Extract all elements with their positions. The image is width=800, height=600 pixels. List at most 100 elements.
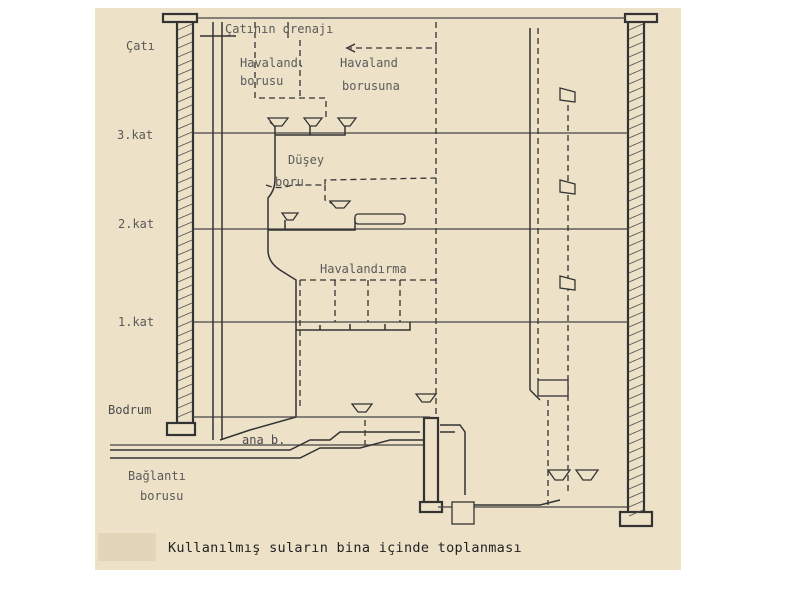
wall-hatch-line: [628, 185, 644, 193]
wall-hatch-line: [628, 77, 644, 85]
wall-hatch-line: [177, 230, 193, 238]
wall-hatch-line: [628, 239, 644, 247]
wall-hatch-line: [628, 428, 644, 436]
wall-hatch-line: [628, 140, 644, 148]
label-vent-pipe-1: Havaland.: [240, 56, 305, 70]
vent-pipes: [254, 22, 569, 505]
wall-hatch-line: [628, 113, 644, 121]
wall-hatch-line: [177, 77, 193, 85]
wall-hatch-line: [177, 320, 193, 328]
wall-hatch-line: [628, 248, 644, 256]
wall-hatch-line: [628, 59, 644, 67]
left-wall: [165, 13, 197, 437]
wall-hatch-line: [177, 383, 193, 391]
pump: [451, 501, 475, 525]
wall-hatch-line: [177, 374, 193, 382]
label-floor3: 3.kat: [117, 128, 153, 142]
wall-hatch-line: [628, 284, 644, 292]
wall-hatch-line: [628, 482, 644, 490]
wall-hatch-line: [177, 221, 193, 229]
wall-hatch-line: [628, 338, 644, 346]
wall-hatch-line: [628, 212, 644, 220]
wall-hatch-line: [628, 446, 644, 454]
wall-hatch-line: [177, 212, 193, 220]
wall-hatch-line: [177, 311, 193, 319]
label-connection-2: borusu: [140, 489, 183, 503]
wall-hatch-line: [177, 266, 193, 274]
wall-hatch-line: [177, 329, 193, 337]
wall-hatch-line: [177, 194, 193, 202]
wall-hatch-line: [628, 293, 644, 301]
wall-hatch-line: [177, 23, 193, 31]
wc-fixture: [574, 469, 600, 481]
wc-fixture: [350, 403, 374, 413]
wall-hatch-line: [177, 158, 193, 166]
wall-hatch-line: [628, 68, 644, 76]
wall-hatch-line: [628, 194, 644, 202]
wall-hatch-line: [628, 347, 644, 355]
wall-hatch-line: [177, 284, 193, 292]
drain-stack: [219, 121, 411, 441]
wall-hatch-line: [628, 410, 644, 418]
wall-hatch-line: [177, 140, 193, 148]
wall-hatch-line: [628, 176, 644, 184]
label-basement: Bodrum: [108, 403, 151, 417]
wall-hatch-line: [177, 176, 193, 184]
wall-hatch-line: [177, 302, 193, 310]
wall-hatch-line: [177, 338, 193, 346]
wall-hatch-line: [177, 95, 193, 103]
wc-fixture: [280, 212, 300, 221]
fixtures: [266, 87, 600, 525]
wall-hatch-line: [177, 149, 193, 157]
wall-hatch-line: [628, 23, 644, 31]
urinal: [559, 179, 576, 195]
right-wall: [618, 13, 654, 528]
wc-fixture: [414, 393, 438, 403]
wall-hatch-line: [628, 86, 644, 94]
wall-hatch-line: [177, 86, 193, 94]
wall-hatch-line: [177, 401, 193, 409]
wall-hatch-line: [177, 104, 193, 112]
wall-hatch-line: [628, 419, 644, 427]
label-vent-pipe-2b: borusuna: [342, 79, 400, 93]
label-roof: Çatı: [126, 39, 155, 53]
label-vent-pipe-1b: borusu: [240, 74, 283, 88]
wall-hatch-line: [628, 365, 644, 373]
arrow-icon: [345, 43, 356, 53]
roof-slab: [161, 12, 659, 24]
label-floor2: 2.kat: [118, 217, 154, 231]
wall-hatch-line: [628, 221, 644, 229]
wall-hatch-line: [628, 302, 644, 310]
wall-hatch-line: [628, 491, 644, 499]
wall-hatch-line: [628, 203, 644, 211]
wall-hatch-line: [177, 113, 193, 121]
label-vent-pipe-2: Havaland: [340, 56, 398, 70]
wall-hatch-line: [177, 41, 193, 49]
wall-hatch-line: [628, 257, 644, 265]
wall-hatch-line: [628, 500, 644, 508]
wall-hatch-line: [628, 275, 644, 283]
basement-wall: [418, 416, 444, 514]
wall-hatch-line: [628, 95, 644, 103]
main-sewer-pipe: [110, 431, 424, 459]
sink: [537, 379, 569, 397]
wall-hatch-line: [628, 437, 644, 445]
label-ventilation: Havalandırma: [320, 262, 407, 276]
wall-hatch-line: [177, 239, 193, 247]
wall-hatch-line: [177, 275, 193, 283]
wall-hatch-line: [628, 464, 644, 472]
wall-hatch-line: [628, 149, 644, 157]
label-floor1: 1.kat: [118, 315, 154, 329]
wall-hatch-line: [628, 383, 644, 391]
wall-hatch-line: [628, 311, 644, 319]
roof-drain-pipe: [200, 22, 236, 440]
wall-hatch-line: [628, 401, 644, 409]
wall-hatch-line: [177, 68, 193, 76]
wall-hatch-line: [177, 356, 193, 364]
wall-hatch-line: [177, 50, 193, 58]
label-roof-drain: Çatının drenajı: [225, 22, 333, 36]
wall-hatch-line: [628, 329, 644, 337]
figure-caption: Kullanılmış suların bina içinde toplanma…: [168, 540, 522, 556]
wall-hatch-line: [177, 392, 193, 400]
